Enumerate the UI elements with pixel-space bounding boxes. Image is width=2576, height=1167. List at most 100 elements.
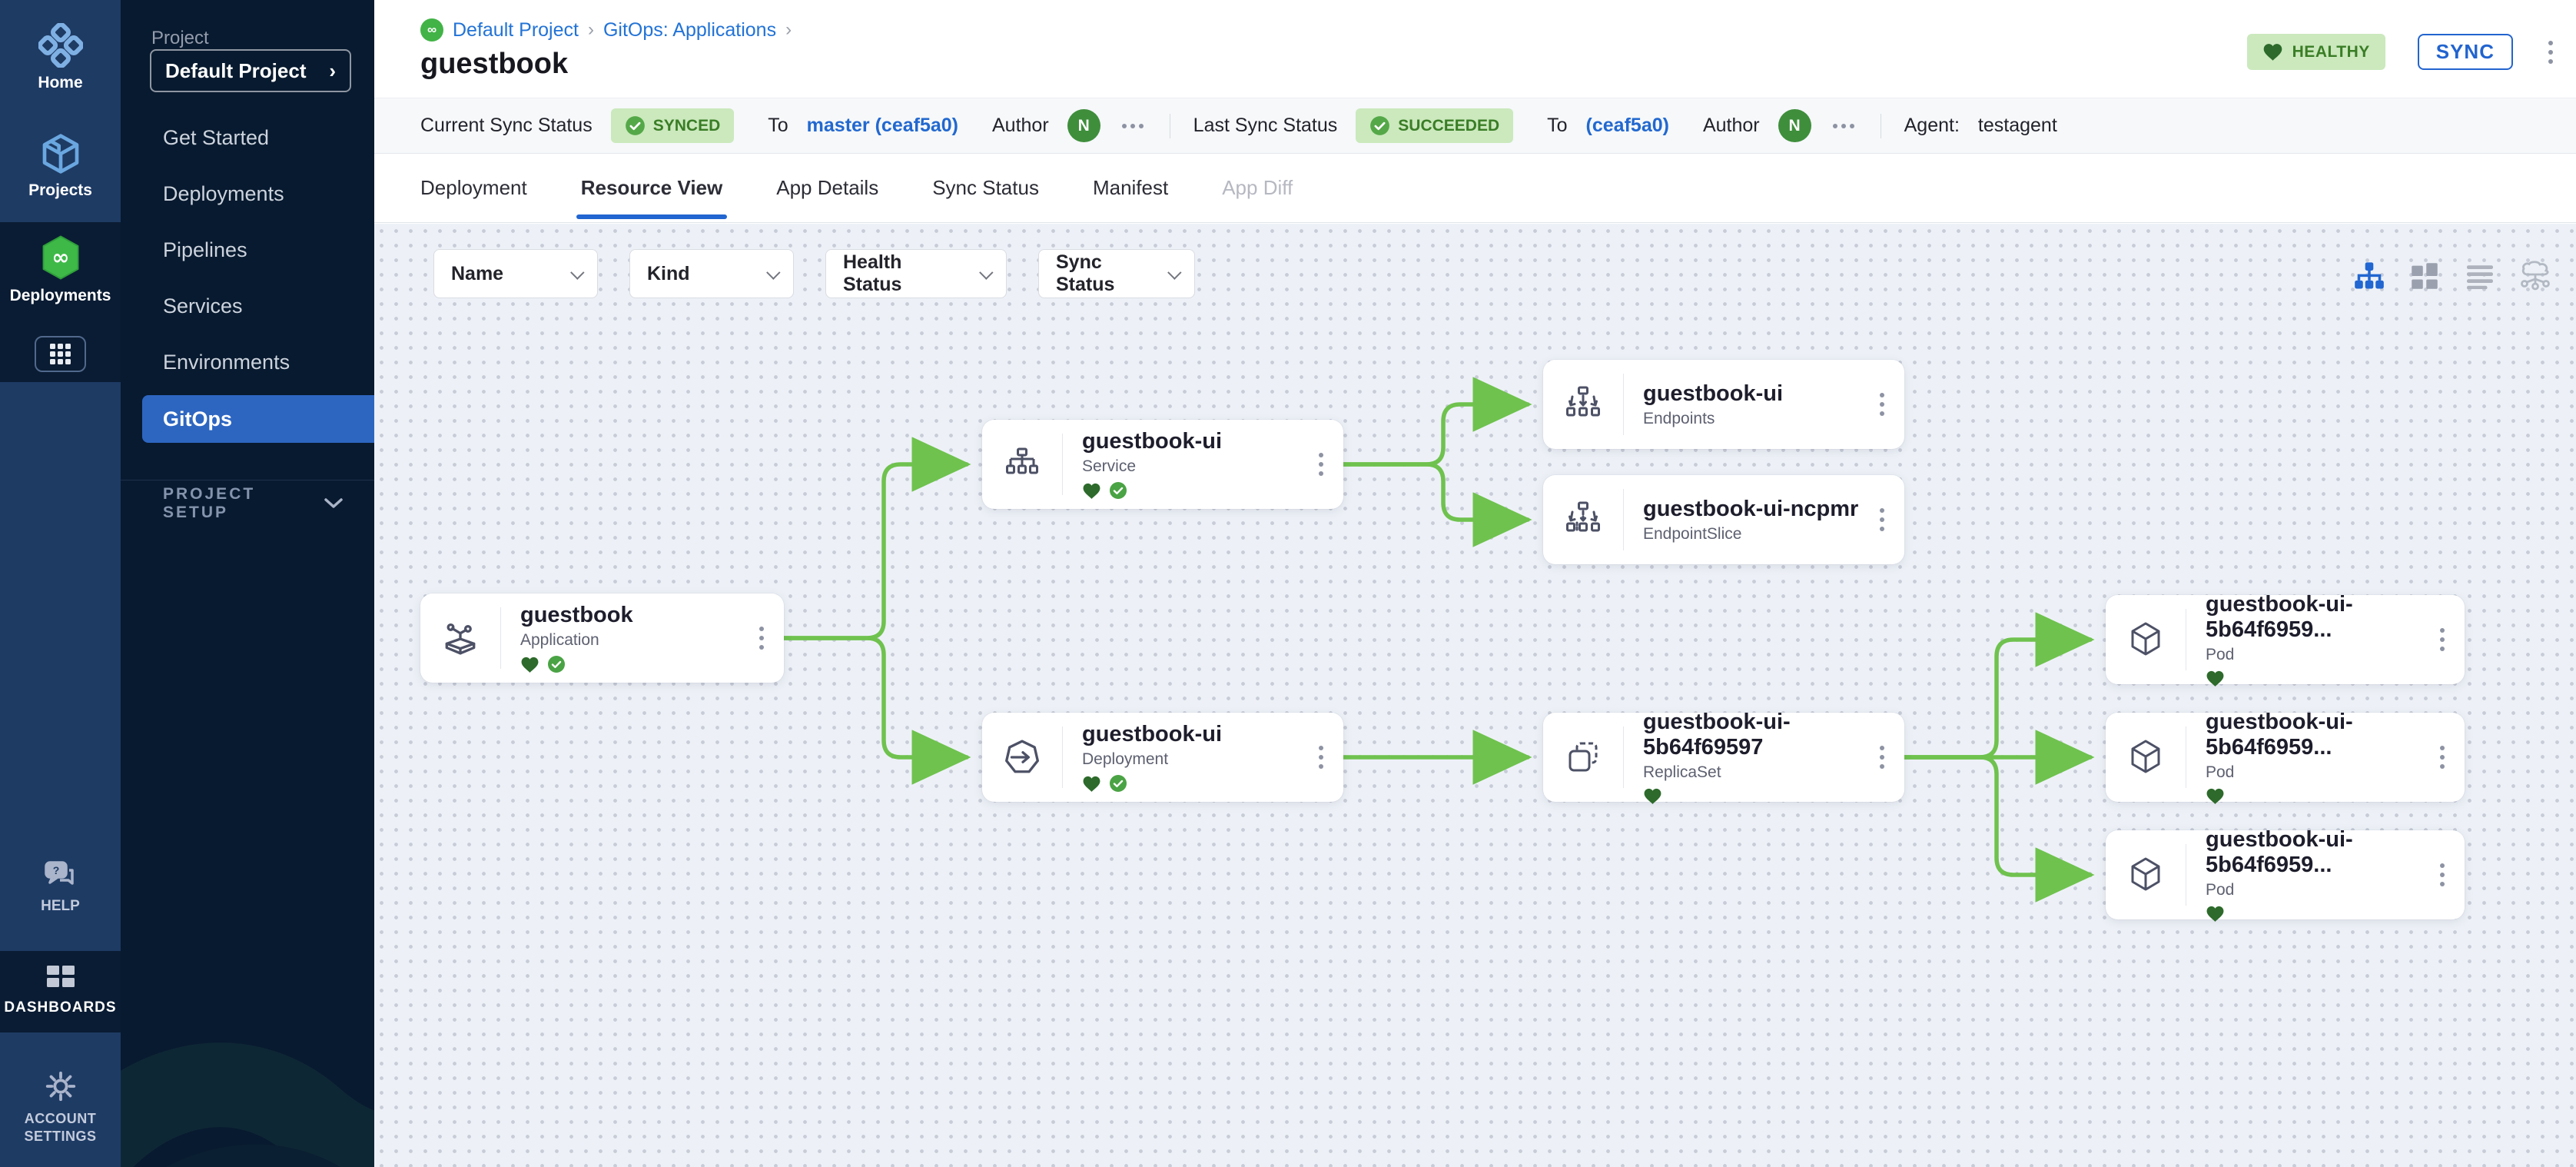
kind-filter-dropdown[interactable]: Kind (629, 249, 794, 298)
endpointslice-icon (1543, 501, 1623, 538)
module-browser-button[interactable] (35, 336, 86, 372)
rail-item-help[interactable]: ? HELP (0, 859, 121, 915)
node-pod-1[interactable]: guestbook-ui-5b64f6959... Pod (2106, 592, 2465, 687)
sidebar-item-pipelines[interactable]: Pipelines (163, 238, 247, 261)
header-actions: HEALTHY SYNC (2246, 34, 2556, 70)
node-more-options-icon[interactable] (1316, 743, 1326, 772)
author-label: Author (992, 115, 1049, 136)
agent-label: Agent: (1904, 115, 1960, 136)
filter-row: Name Kind Health Status Sync Status (433, 249, 1195, 298)
check-circle-icon (1370, 116, 1390, 135)
author-avatar[interactable]: N (1778, 109, 1811, 142)
app-tabs: Deployment Resource View App Details Syn… (374, 154, 2576, 223)
divider (1062, 726, 1063, 788)
node-deployment-guestbook-ui[interactable]: guestbook-ui Deployment (982, 713, 1343, 802)
projects-icon (39, 132, 82, 175)
node-more-options-icon[interactable] (2437, 860, 2448, 889)
pod-icon (2106, 856, 2186, 893)
node-more-options-icon[interactable] (756, 623, 767, 653)
node-more-options-icon[interactable] (1877, 390, 1887, 419)
rail-item-projects[interactable]: Projects (0, 132, 121, 200)
node-more-options-icon[interactable] (1877, 505, 1887, 534)
node-application-guestbook[interactable]: guestbook Application (420, 593, 784, 683)
endpoints-icon (1543, 386, 1623, 423)
tab-app-details[interactable]: App Details (776, 176, 879, 199)
project-selector[interactable]: Default Project › (150, 49, 351, 92)
sidebar-item-deployments[interactable]: Deployments (163, 181, 284, 205)
current-sync-revision-link[interactable]: master (ceaf5a0) (806, 115, 958, 136)
commit-more-options-icon[interactable] (1119, 121, 1147, 131)
node-name: guestbook-ui-5b64f69597 (1643, 710, 1791, 760)
last-sync-revision-link[interactable]: (ceaf5a0) (1585, 115, 1669, 136)
sync-button[interactable]: SYNC (2417, 34, 2513, 70)
rail-item-label: HELP (41, 898, 80, 914)
svg-text:?: ? (52, 864, 59, 876)
project-setup-toggle[interactable]: PROJECT SETUP (121, 480, 374, 526)
tab-manifest[interactable]: Manifest (1092, 176, 1169, 199)
node-more-options-icon[interactable] (1877, 743, 1887, 772)
rail-item-home[interactable]: Home (0, 23, 121, 92)
gear-icon (43, 1069, 78, 1104)
application-icon (420, 619, 500, 657)
tab-deployment[interactable]: Deployment (420, 176, 527, 199)
tab-resource-view[interactable]: Resource View (576, 154, 727, 222)
grid-view-icon[interactable] (2408, 260, 2441, 292)
name-filter-dropdown[interactable]: Name (433, 249, 598, 298)
deployment-icon (982, 738, 1062, 776)
succeeded-badge: SUCCEEDED (1356, 108, 1514, 143)
node-name: guestbook-ui-5b64f6959... (2206, 710, 2353, 760)
rail-item-dashboards[interactable]: DASHBOARDS (0, 963, 121, 1016)
node-kind: Pod (2206, 763, 2235, 781)
tab-sync-status[interactable]: Sync Status (932, 176, 1039, 199)
network-view-icon[interactable] (2519, 260, 2551, 292)
node-kind: ReplicaSet (1643, 763, 1721, 781)
breadcrumb-project-link[interactable]: Default Project (453, 18, 579, 41)
commit-more-options-icon[interactable] (1830, 121, 1857, 131)
node-pod-2[interactable]: guestbook-ui-5b64f6959... Pod (2106, 710, 2465, 805)
divider (1623, 489, 1624, 550)
health-status-filter-dropdown[interactable]: Health Status (825, 249, 1007, 298)
node-pod-3[interactable]: guestbook-ui-5b64f6959... Pod (2106, 827, 2465, 922)
sidebar-item-get-started[interactable]: Get Started (163, 125, 270, 149)
list-view-icon[interactable] (2464, 260, 2496, 292)
deployments-icon: ∞ (38, 234, 84, 281)
synced-check-icon (548, 656, 565, 673)
resource-tree-canvas[interactable]: Name Kind Health Status Sync Status (374, 224, 2576, 1167)
divider (1623, 726, 1624, 788)
node-more-options-icon[interactable] (1316, 450, 1326, 479)
chevron-right-icon: › (329, 58, 336, 82)
sidebar-item-gitops[interactable]: GitOps (142, 395, 374, 443)
healthy-heart-icon (1083, 776, 1100, 792)
svg-text:∞: ∞ (51, 245, 69, 270)
agent-value: testagent (1977, 115, 2057, 136)
node-status-icons (2206, 787, 2437, 805)
current-sync-status-label: Current Sync Status (420, 115, 593, 136)
node-service-guestbook-ui[interactable]: guestbook-ui Service (982, 420, 1343, 509)
rail-item-deployments[interactable]: ∞ Deployments (0, 234, 121, 305)
chevron-down-icon (1147, 263, 1182, 285)
project-setup-label: PROJECT SETUP (163, 484, 256, 521)
sync-status-filter-dropdown[interactable]: Sync Status (1038, 249, 1195, 298)
node-endpointslice-guestbook-ui-ncpmr[interactable]: guestbook-ui-ncpmr EndpointSlice (1543, 475, 1904, 564)
chevron-down-icon (550, 263, 585, 285)
author-avatar[interactable]: N (1067, 109, 1100, 142)
node-name: guestbook-ui (1082, 722, 1223, 746)
project-section-label: Project (151, 28, 209, 48)
node-more-options-icon[interactable] (2437, 743, 2448, 772)
node-more-options-icon[interactable] (2437, 625, 2448, 654)
node-status-icons (1643, 787, 1877, 805)
app-more-options-icon[interactable] (2545, 38, 2556, 67)
sync-status-bar: Current Sync Status SYNCED To master (ce… (374, 98, 2576, 154)
node-replicaset-guestbook-ui-5b64f69597[interactable]: guestbook-ui-5b64f69597 ReplicaSet (1543, 710, 1904, 805)
breadcrumb-applications-link[interactable]: GitOps: Applications (603, 18, 777, 41)
project-sidebar: Project Default Project › Get Started De… (121, 0, 374, 1167)
tree-view-icon[interactable] (2353, 260, 2385, 292)
gitops-logo-icon: ∞ (420, 18, 443, 42)
breadcrumb: ∞ Default Project › GitOps: Applications… (420, 18, 792, 42)
sidebar-item-environments[interactable]: Environments (163, 350, 290, 374)
node-kind: Endpoints (1643, 409, 1715, 427)
sidebar-item-services[interactable]: Services (163, 294, 243, 318)
node-endpoints-guestbook-ui[interactable]: guestbook-ui Endpoints (1543, 360, 1904, 449)
